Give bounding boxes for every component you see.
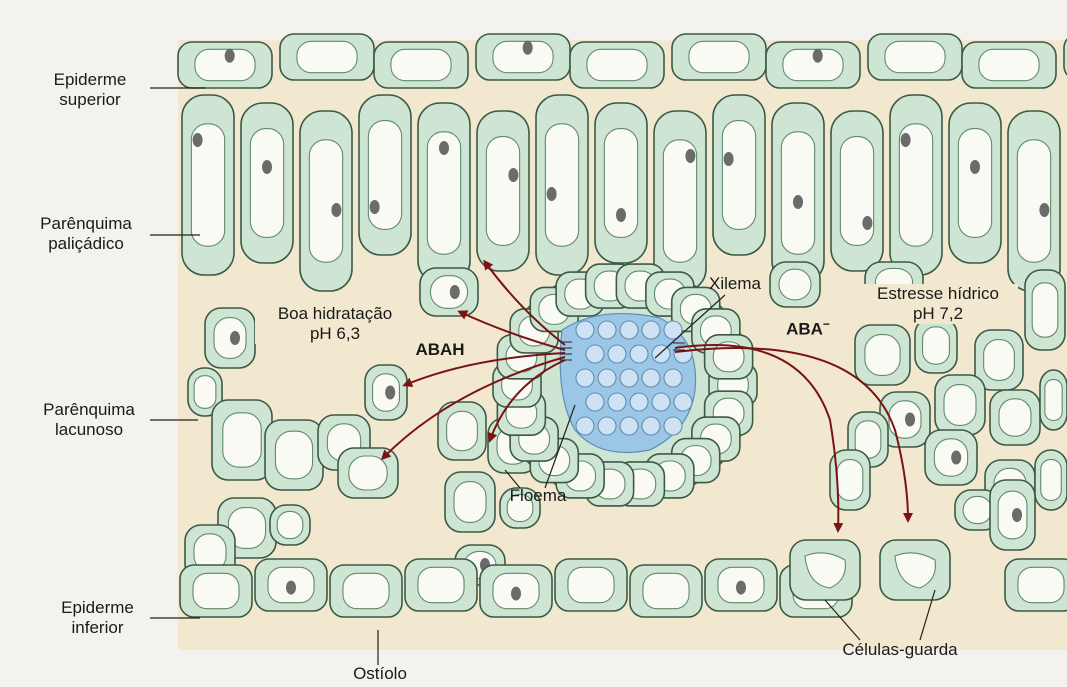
- palisade-cell: [949, 103, 1001, 263]
- xylem-vessel: [598, 417, 616, 435]
- palisade-cell: [300, 111, 352, 291]
- xylem-vessel: [576, 321, 594, 339]
- xylem-vessel: [598, 369, 616, 387]
- xylem-vessel: [620, 321, 638, 339]
- spongy-cell: [770, 262, 820, 307]
- label-xylem: Xilema: [700, 274, 770, 294]
- palisade-cell: [890, 95, 942, 275]
- upper-epidermis-cell: [178, 42, 272, 88]
- spongy-cell: [1025, 270, 1065, 350]
- upper-epidermis: [178, 34, 1067, 88]
- label-phloem: Floema: [498, 486, 578, 506]
- palisade-parenchyma: [182, 95, 1060, 291]
- upper-epidermis-cell: [374, 42, 468, 88]
- xylem-vessel: [630, 345, 648, 363]
- lower-epidermis-cell: [330, 565, 402, 617]
- palisade-cell: [182, 95, 234, 275]
- lower-epidermis-cell: [255, 559, 327, 611]
- xylem-vessel: [598, 321, 616, 339]
- palisade-cell: [241, 103, 293, 263]
- bundle-sheath-cell: [705, 335, 753, 379]
- palisade-cell: [654, 111, 706, 291]
- spongy-cell: [1040, 370, 1067, 430]
- spongy-cell: [925, 430, 977, 485]
- lower-epidermis-cell: [630, 565, 702, 617]
- palisade-cell: [713, 95, 765, 255]
- lower-epidermis-cell: [555, 559, 627, 611]
- lower-epidermis-cell: [705, 559, 777, 611]
- upper-epidermis-cell: [476, 34, 570, 80]
- palisade-cell: [831, 111, 883, 271]
- xylem-vessel: [630, 393, 648, 411]
- vascular-bundle: [493, 264, 757, 506]
- label-guard-cells: Células-guarda: [820, 640, 980, 660]
- spongy-cell: [915, 318, 957, 373]
- spongy-cell: [445, 472, 495, 532]
- label-aba-anion: ABA−: [778, 314, 838, 340]
- label-abah: ABAH: [405, 340, 475, 360]
- spongy-cell: [338, 448, 398, 498]
- label-ostiole: Ostíolo: [340, 664, 420, 684]
- lower-epidermis-cell: [405, 559, 477, 611]
- xylem-vessel: [608, 345, 626, 363]
- xylem-vessel: [674, 393, 692, 411]
- upper-epidermis-cell: [570, 42, 664, 88]
- spongy-cell: [212, 400, 272, 480]
- palisade-cell: [536, 95, 588, 275]
- lower-epidermis-cell: [180, 565, 252, 617]
- xylem-vessel: [652, 393, 670, 411]
- lower-epidermis-cell: [1005, 559, 1067, 611]
- spongy-cell: [990, 480, 1035, 550]
- xylem-vessel: [642, 417, 660, 435]
- palisade-cell: [359, 95, 411, 255]
- upper-epidermis-cell: [962, 42, 1056, 88]
- xylem-vessel: [620, 369, 638, 387]
- palisade-cell: [418, 103, 470, 283]
- xylem-vessel: [586, 345, 604, 363]
- spongy-cell: [365, 365, 407, 420]
- xylem-vessel: [620, 417, 638, 435]
- upper-epidermis-cell: [280, 34, 374, 80]
- upper-epidermis-cell: [672, 34, 766, 80]
- xylem-vessel: [664, 369, 682, 387]
- xylem-vessel: [586, 393, 604, 411]
- upper-epidermis-cell: [766, 42, 860, 88]
- xylem-vessel: [576, 417, 594, 435]
- palisade-cell: [477, 111, 529, 271]
- palisade-cell: [772, 103, 824, 283]
- xylem-vessel: [642, 369, 660, 387]
- spongy-cell: [855, 325, 910, 385]
- label-upper-epidermis: Epidermesuperior: [30, 70, 150, 110]
- spongy-cell: [265, 420, 323, 490]
- xylem-vessel: [642, 321, 660, 339]
- spongy-cell: [420, 268, 478, 316]
- spongy-cell: [438, 402, 486, 460]
- spongy-cell: [935, 375, 985, 435]
- spongy-cell: [990, 390, 1040, 445]
- xylem-vessel: [576, 369, 594, 387]
- spongy-cell: [205, 308, 255, 368]
- xylem-vessel: [608, 393, 626, 411]
- spongy-cell: [1035, 450, 1067, 510]
- xylem-vessel: [664, 417, 682, 435]
- palisade-cell: [1008, 111, 1060, 291]
- palisade-cell: [595, 103, 647, 263]
- spongy-cell: [270, 505, 310, 545]
- upper-epidermis-cell: [868, 34, 962, 80]
- lower-epidermis-cell: [480, 565, 552, 617]
